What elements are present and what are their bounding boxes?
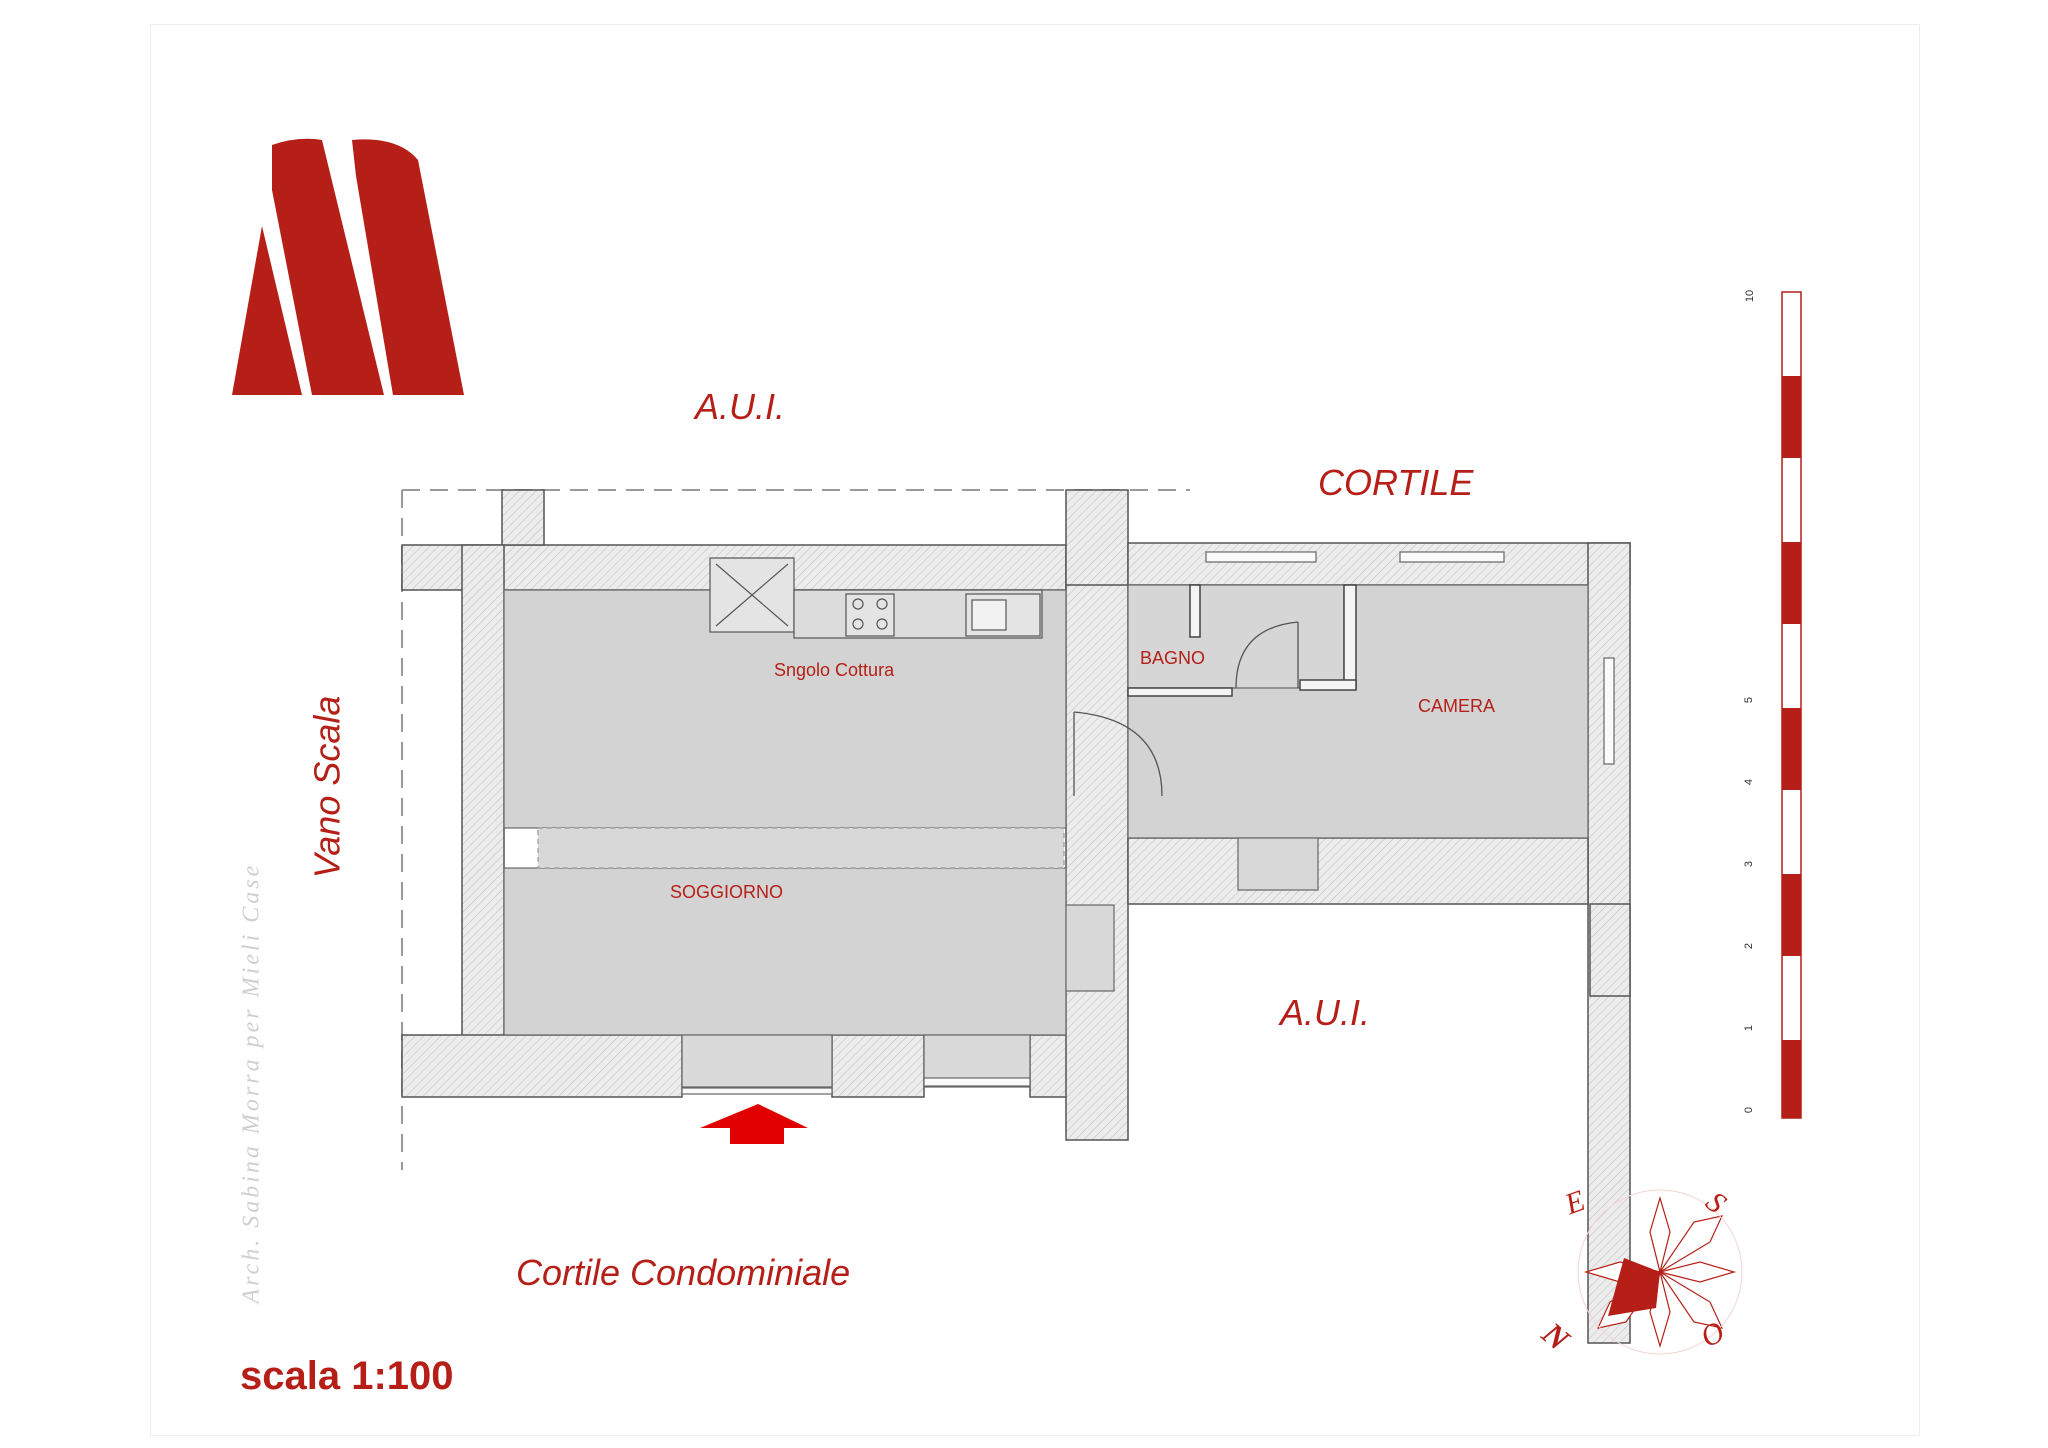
scale-text: scala 1:100: [240, 1354, 454, 1398]
entrance-arrow: [700, 1104, 808, 1144]
scale-bar: [1781, 291, 1802, 1119]
room-label-cucina: Sngolo Cottura: [774, 660, 895, 680]
doors: [1073, 621, 1299, 797]
scale-tick-0: 0: [1743, 1106, 1756, 1114]
label-aui-bottom: A.U.I.: [1280, 992, 1371, 1033]
walls: [401, 489, 1631, 1344]
architect-credit: Arch. Sabina Morra per Mieli Case: [238, 862, 265, 1304]
logo-mark: [232, 138, 464, 395]
room-label-camera: CAMERA: [1418, 696, 1496, 716]
bathroom-partitions: [1127, 584, 1357, 697]
scale-tick-4: 4: [1743, 778, 1756, 786]
scale-tick-5: 5: [1743, 696, 1756, 704]
drawing-sheet: [150, 24, 1920, 1436]
scale-tick-2: 2: [1743, 942, 1756, 950]
scale-tick-3: 3: [1743, 860, 1756, 868]
scale-tick-10: 10: [1744, 289, 1757, 303]
room-label-bagno: BAGNO: [1140, 648, 1206, 668]
floors: [503, 584, 1589, 1088]
label-vano-scala: Vano Scala: [306, 695, 348, 879]
label-aui-top: A.U.I.: [695, 386, 786, 427]
compass-rose: [1577, 1189, 1743, 1355]
windows: [681, 551, 1615, 1095]
scale-tick-1: 1: [1743, 1024, 1756, 1032]
label-cortile-condominiale: Cortile Condominiale: [516, 1252, 851, 1293]
room-label-soggiorno: SOGGIORNO: [670, 882, 784, 902]
label-cortile: CORTILE: [1318, 462, 1474, 503]
kitchen-fixtures: [709, 557, 1043, 639]
